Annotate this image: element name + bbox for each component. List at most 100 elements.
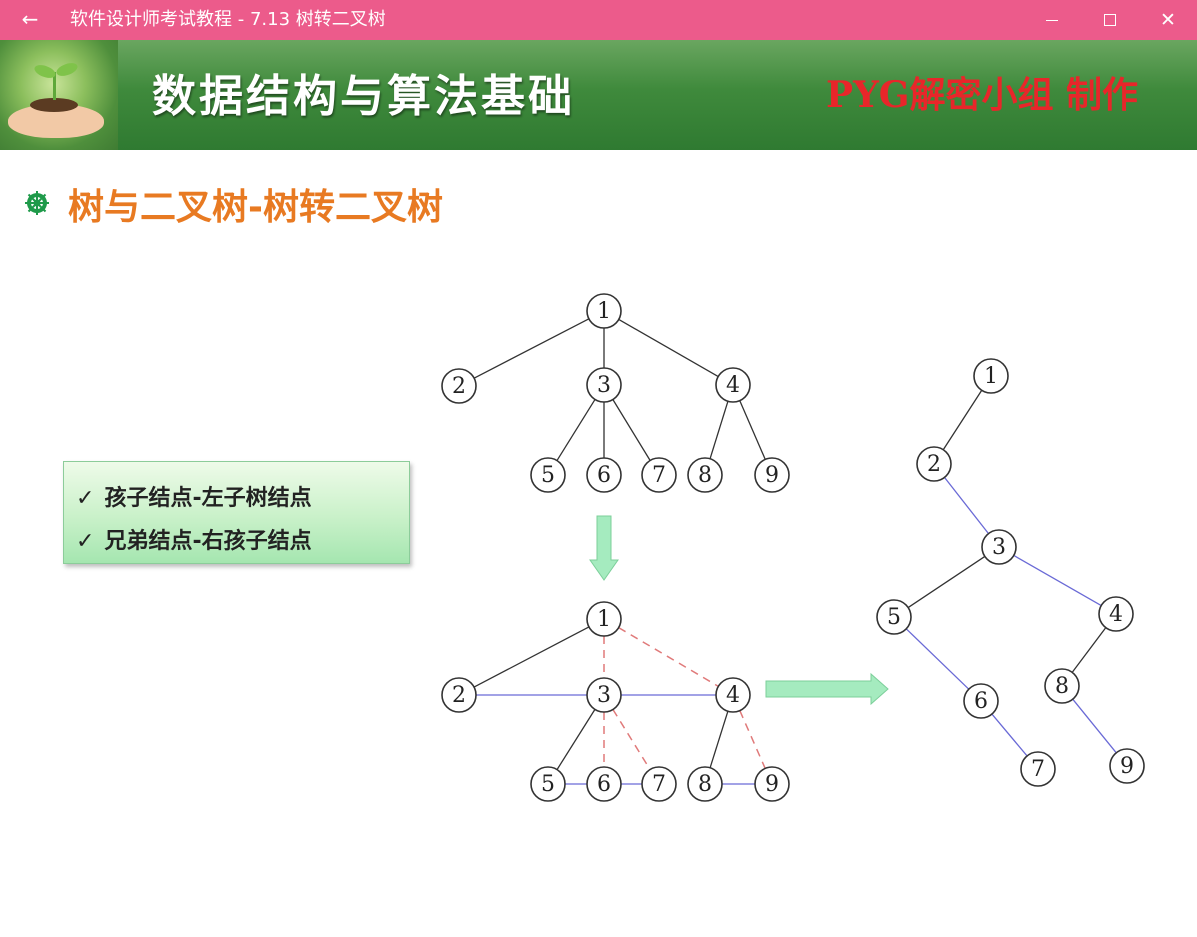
node-circle	[530, 457, 566, 493]
check-icon: ✓	[76, 529, 95, 554]
node-circle	[916, 446, 952, 482]
tree-node: 9	[754, 457, 790, 493]
tree-edge	[739, 400, 766, 460]
minimize-button[interactable]	[1032, 5, 1072, 35]
node-label: 7	[652, 463, 666, 488]
tree-edge	[991, 713, 1028, 757]
tree-node: 7	[1020, 751, 1056, 787]
node-circle	[1109, 748, 1145, 784]
maximize-button[interactable]	[1090, 5, 1130, 35]
tree-node: 1	[586, 293, 622, 329]
slide-banner: 数据结构与算法基础 PYG解密小组 制作	[0, 40, 1197, 150]
tree-node: 2	[441, 368, 477, 404]
tree-node: 4	[1098, 596, 1134, 632]
stem-shape	[53, 72, 56, 100]
node-label: 8	[698, 463, 712, 488]
node-label: 3	[992, 535, 1006, 560]
right-arrow-icon	[765, 672, 889, 706]
seedling-logo	[0, 40, 118, 150]
tree-edge	[612, 709, 651, 770]
rule-notes-box: ✓ 孩子结点-左子树结点 ✓ 兄弟结点-右孩子结点	[63, 461, 410, 564]
node-circle	[715, 677, 751, 713]
down-arrow-icon	[589, 515, 619, 581]
tree-node: 6	[586, 457, 622, 493]
tree-edge	[618, 626, 719, 688]
back-arrow-icon[interactable]: ←	[21, 7, 39, 31]
tree-edge	[942, 389, 983, 451]
node-circle	[687, 766, 723, 802]
tree-node: 4	[715, 677, 751, 713]
tree-node: 3	[981, 529, 1017, 565]
tree-edge	[709, 711, 729, 768]
tree-edge	[1072, 698, 1117, 754]
tree-node: 8	[687, 766, 723, 802]
node-label: 1	[597, 607, 611, 632]
tree-edge	[709, 401, 729, 459]
node-label: 6	[597, 463, 611, 488]
tree-node: 5	[530, 766, 566, 802]
tree-node: 6	[963, 683, 999, 719]
tree-edge	[473, 318, 590, 379]
node-label: 3	[597, 373, 611, 398]
node-circle	[687, 457, 723, 493]
node-circle	[641, 766, 677, 802]
node-label: 9	[765, 463, 779, 488]
tree-node: 7	[641, 766, 677, 802]
node-label: 2	[452, 374, 466, 399]
tree-node: 1	[586, 601, 622, 637]
tree-node: 3	[586, 677, 622, 713]
node-label: 2	[452, 683, 466, 708]
node-circle	[441, 677, 477, 713]
node-label: 2	[927, 452, 941, 477]
node-circle	[530, 766, 566, 802]
node-circle	[1020, 751, 1056, 787]
tree-edge	[907, 555, 986, 609]
tree-edge	[1071, 627, 1107, 673]
close-button[interactable]: ✕	[1160, 9, 1176, 31]
tree-node: 9	[1109, 748, 1145, 784]
node-label: 4	[726, 683, 740, 708]
tree-edge	[473, 626, 590, 688]
node-circle	[876, 599, 912, 635]
node-label: 5	[541, 463, 555, 488]
node-label: 6	[974, 689, 988, 714]
tree-edge	[1013, 554, 1102, 607]
slide-title: 树与二叉树-树转二叉树	[68, 187, 443, 228]
banner-title: 数据结构与算法基础	[152, 71, 575, 122]
node-label: 7	[1031, 757, 1045, 782]
maximize-icon	[1104, 14, 1116, 26]
node-label: 8	[698, 772, 712, 797]
tree-edge	[739, 710, 766, 769]
tree-edge	[618, 318, 719, 378]
node-label: 1	[984, 364, 998, 389]
node-label: 9	[1120, 754, 1134, 779]
tree-node: 5	[876, 599, 912, 635]
soil-shape	[30, 98, 78, 112]
node-circle	[973, 358, 1009, 394]
node-circle	[586, 367, 622, 403]
note-text: 兄弟结点-右孩子结点	[104, 529, 312, 554]
tree-edge	[612, 399, 651, 461]
node-circle	[754, 766, 790, 802]
node-label: 5	[541, 772, 555, 797]
node-circle	[1044, 668, 1080, 704]
node-label: 6	[597, 772, 611, 797]
node-label: 1	[597, 299, 611, 324]
node-circle	[963, 683, 999, 719]
check-icon: ✓	[76, 486, 95, 511]
note-text: 孩子结点-左子树结点	[104, 486, 312, 511]
node-label: 4	[726, 373, 740, 398]
tree-node: 1	[973, 358, 1009, 394]
node-circle	[715, 367, 751, 403]
note-item: ✓ 孩子结点-左子树结点	[76, 480, 312, 512]
tree-node: 2	[916, 446, 952, 482]
note-item: ✓ 兄弟结点-右孩子结点	[76, 523, 312, 555]
tree-edge	[905, 628, 970, 690]
window-titlebar: ← 软件设计师考试教程 - 7.13 树转二叉树 ✕	[0, 0, 1197, 40]
tree-node: 4	[715, 367, 751, 403]
node-circle	[754, 457, 790, 493]
minimize-icon	[1046, 20, 1058, 21]
